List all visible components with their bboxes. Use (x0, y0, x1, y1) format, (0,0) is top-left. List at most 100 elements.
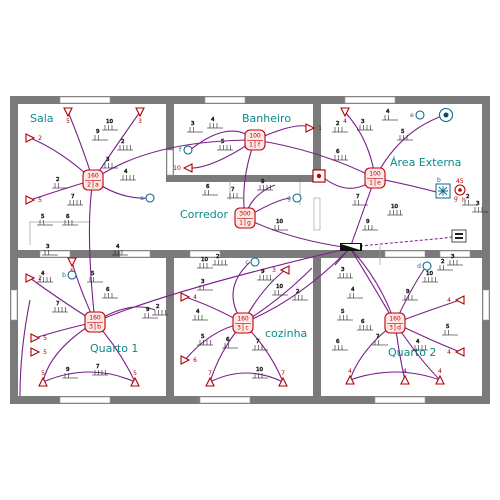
outlet-icon: 3 (272, 265, 290, 275)
conductor-tick: 7 (52, 301, 68, 313)
outlet-icon: 5 (38, 370, 48, 387)
conductor-count: 2 (121, 139, 125, 145)
conductor-count: 6 (336, 339, 340, 345)
conductor-tick: 2 (152, 304, 168, 316)
conductor-tick: 5 (197, 334, 213, 346)
conductor-count: 3 (106, 157, 110, 163)
outlet-number: 3 (272, 267, 276, 274)
outlet-number: 3 (138, 118, 142, 125)
outlet-icon: 4 (180, 292, 197, 302)
conductor-tick: 2 (462, 194, 478, 206)
conductor-tick: 9 (62, 367, 78, 379)
outlet-icon: 5 (130, 370, 140, 387)
conductor-tick: 4 (347, 287, 363, 299)
conductor-count: 7 (231, 187, 235, 193)
lamp-switch: f (258, 142, 261, 149)
conductor-count: 10 (256, 367, 263, 373)
outlet-icon: 6 (180, 355, 197, 365)
conductor-tick: 5 (337, 309, 353, 321)
outlet-number: 5 (43, 335, 47, 342)
conductor-count: 2 (336, 121, 340, 127)
outlet-number: 5 (133, 370, 137, 377)
outlet-number: 4 (348, 368, 352, 375)
outlet-number: 10 (173, 165, 181, 172)
switch-icon: b (62, 270, 77, 280)
switch-letter: a (140, 195, 144, 202)
conductor-tick: 4 (382, 109, 398, 121)
room-label-corredor: Corredor (180, 208, 229, 221)
switch-icon: g (287, 193, 302, 203)
outlets: 532525555546773144444104 (25, 107, 465, 387)
conductor-tick: 9 (142, 307, 158, 319)
outlet-number: 4 (343, 118, 347, 125)
outlet-number: 4 (438, 368, 442, 375)
switch-letter: g (287, 195, 291, 202)
conductor-count: 9 (66, 367, 70, 373)
conductor-count: 3 (201, 279, 205, 285)
outlet-number: 5 (66, 118, 70, 125)
conductor-count: 7 (56, 301, 60, 307)
conductor-tick: 7 (352, 194, 368, 206)
conductor-count: 2 (466, 194, 470, 200)
conductor-count: 3 (46, 244, 50, 250)
conductor-tick: 4 (112, 244, 128, 256)
conductor-count: 9 (146, 307, 150, 313)
conductor-tick: 3 (42, 244, 58, 256)
lamp-circuit: 1 (369, 180, 373, 187)
conductor-count: 6 (206, 184, 210, 190)
outlet-icon: 7 (205, 370, 215, 387)
conductor-tick: 6 (332, 149, 348, 161)
switch-icon: a (140, 193, 155, 203)
outlet-number: 5 (43, 349, 47, 356)
ext-label-h: h (462, 197, 466, 204)
lamp-switch: g (247, 220, 251, 227)
outlet-number: 2 (38, 135, 42, 142)
conductor-count: 2 (56, 177, 60, 183)
conductor-tick: 2 (332, 121, 348, 133)
lamp-power: 300 (239, 211, 251, 218)
conductor-count: 3 (361, 119, 365, 125)
exhaust-fan-icon (435, 183, 451, 199)
conductor-count: 10 (426, 271, 433, 277)
lamp-circuit: 1 (239, 220, 243, 227)
lamp-circuit: 3 (389, 325, 393, 332)
conductor-tick: 7 (67, 194, 83, 206)
conductor-tick: 3 (187, 121, 203, 133)
conductor-tick: 2 (117, 139, 133, 151)
conductor-tick: 2 (437, 259, 453, 271)
conductor-count: 10 (276, 219, 283, 225)
outlet-icon: 5 (30, 333, 47, 343)
conductor-count: 6 (361, 319, 365, 325)
distribution-panel (340, 243, 362, 251)
outlet-number: 2 (38, 275, 42, 282)
conductor-tick: 10 (252, 367, 268, 379)
conductor-tick: 9 (402, 289, 418, 301)
conductor-tick: 10 (272, 284, 288, 296)
ext-label-45: 45 (456, 178, 464, 185)
switch-letter: b (62, 272, 66, 279)
outlet-icon: 4 (400, 368, 410, 385)
conductor-tick: 6 (222, 337, 238, 349)
conductor-count: 6 (336, 149, 340, 155)
outlet-number: 7 (208, 370, 212, 377)
conductor-count: 4 (386, 109, 390, 115)
openings (10, 96, 490, 404)
outlet-icon: 4 (345, 368, 355, 385)
conductor-tick: 4 (192, 309, 208, 321)
conductor-count: 5 (221, 139, 225, 145)
lamp-switch: d (397, 325, 401, 332)
conductor-count: 3 (451, 254, 455, 260)
conductor-count: 6 (66, 214, 70, 220)
conductor-count: 7 (356, 194, 360, 200)
switch-letter: f (179, 147, 182, 154)
switch-icon: f (179, 145, 193, 155)
room-label-sala: Sala (30, 112, 54, 125)
conductor-tick: 2 (52, 177, 68, 189)
outlet-icon: 4 (435, 368, 445, 385)
conductor-count: 9 (366, 219, 370, 225)
conductor-count: 4 (196, 309, 200, 315)
conductor-count: 7 (96, 364, 100, 370)
